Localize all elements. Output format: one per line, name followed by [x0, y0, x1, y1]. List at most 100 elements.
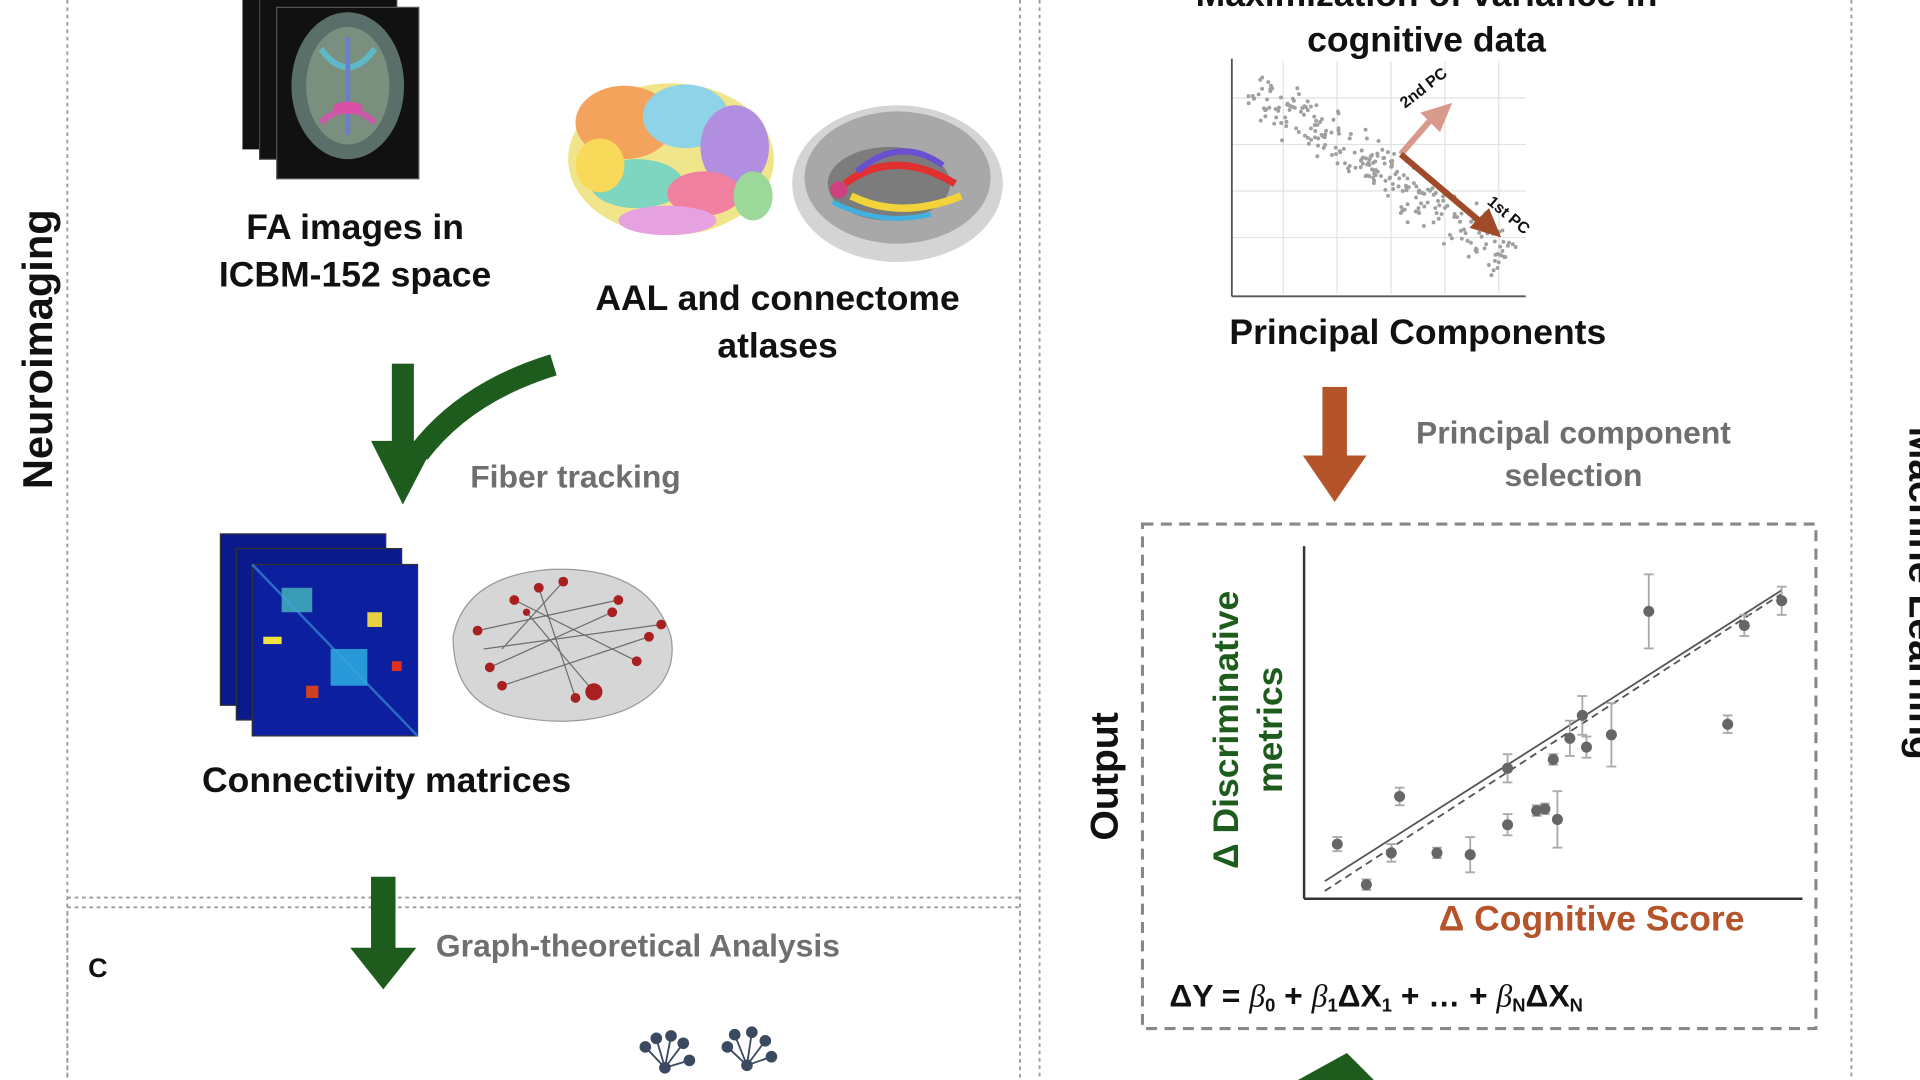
data-point [1331, 838, 1343, 850]
pca-scatter-dot [1277, 105, 1281, 110]
connectome-atlas-icon [792, 105, 1003, 263]
pca-scatter-dot [1364, 136, 1369, 141]
pca-scatter-dot [1375, 169, 1380, 174]
pca-scatter-dot [1260, 75, 1265, 80]
data-point [1551, 813, 1563, 825]
pca-scatter-dot [1264, 107, 1268, 112]
pca-scatter-dot [1278, 95, 1283, 100]
pca-scatter-dot [1287, 108, 1292, 112]
eq-betan: β [1496, 978, 1513, 1014]
pca-scatter-dot [1272, 121, 1277, 126]
data-point [1431, 847, 1443, 859]
pca-scatter-dot [1500, 228, 1505, 233]
pca-scatter-dot [1284, 124, 1289, 129]
max-variance-line2: cognitive data [1307, 20, 1546, 61]
principal-components-label: Principal Components [1229, 313, 1607, 353]
pca-scatter-dot [1392, 151, 1397, 156]
pc-selection-arrow [1302, 386, 1367, 503]
pc-selection-label: Principal component selection [1390, 414, 1757, 495]
pc2-arrow [1398, 115, 1435, 157]
data-point [1564, 732, 1576, 744]
pca-scatter-dot [1358, 165, 1363, 170]
pca-scatter-dot [1367, 157, 1372, 162]
pca-scatter-dot [1308, 104, 1313, 109]
pca-scatter-dot [1386, 150, 1390, 155]
pca-scatter-dot [1448, 232, 1453, 237]
eq-dxn: ΔX [1525, 977, 1570, 1014]
pca-scatter-dot [1449, 236, 1454, 241]
regression-chart [1302, 546, 1803, 901]
pca-scatter-dot [1256, 92, 1261, 97]
pca-scatter-dot [1496, 260, 1501, 265]
max-variance-line1: Maximization of variance in [1163, 0, 1690, 16]
eq-subn: N [1512, 995, 1526, 1017]
pca-scatter-dot [1316, 136, 1321, 141]
neuroimaging-label: Neuroimaging [15, 209, 62, 490]
pca-scatter-dot [1341, 146, 1346, 151]
pca-scatter-dot [1396, 184, 1401, 189]
data-point [1643, 605, 1655, 617]
pca-scatter-dot [1335, 161, 1340, 166]
fa-images-icon [242, 0, 420, 180]
data-point [1547, 753, 1559, 765]
pca-scatter-dot [1376, 138, 1381, 143]
pca-scatter-dot [1416, 206, 1421, 211]
pca-scatter-dot [1495, 265, 1500, 270]
panel-c-label: C [88, 952, 108, 984]
pca-scatter-dot [1331, 117, 1336, 122]
fa-images-label: FA images in ICBM-152 space [184, 208, 527, 296]
pca-scatter-dot [1274, 115, 1279, 120]
data-point [1464, 849, 1476, 861]
pca-scatter-dot [1347, 163, 1352, 168]
max-variance-label: Maximization of variance in cognitive da… [1163, 0, 1690, 61]
pca-scatter-dot [1367, 174, 1372, 179]
data-point [1394, 790, 1406, 803]
pca-scatter-dot [1431, 220, 1436, 225]
pca-scatter-dot [1373, 159, 1378, 164]
pca-scatter-dot [1390, 158, 1395, 163]
pca-scatter-dot [1386, 193, 1391, 198]
pca-scatter-dot [1313, 135, 1317, 140]
pca-scatter-dot [1383, 178, 1388, 183]
pca-scatter-dot [1390, 182, 1395, 187]
pca-scatter-dot [1302, 133, 1307, 138]
pca-scatter-dot [1503, 255, 1508, 259]
regression-fit-line [1324, 589, 1783, 882]
pca-scatter-dot [1260, 86, 1265, 91]
pca-scatter-dot [1382, 156, 1387, 160]
pca-scatter-dot [1314, 103, 1319, 108]
pca-scatter-dot [1406, 185, 1411, 190]
pca-scatter-dot [1458, 219, 1463, 224]
pca-scatter-dot [1492, 239, 1497, 244]
pca-scatter-dot [1387, 176, 1392, 181]
pc-selection-line2: selection [1504, 456, 1643, 494]
pca-scatter-dot [1462, 227, 1466, 232]
pca-scatter-dot [1400, 189, 1405, 193]
delta-discriminative-label: Δ Discriminative metrics [1205, 571, 1293, 889]
pca-scatter-dot [1455, 215, 1460, 220]
pca-scatter-dot [1285, 101, 1290, 106]
pca-scatter-dot [1452, 214, 1457, 219]
pca-scatter-dot [1309, 137, 1314, 142]
pca-scatter-dot [1442, 205, 1447, 210]
brain-network-icon [452, 568, 673, 722]
pca-scatter-dot [1401, 173, 1406, 178]
pca-scatter-dot [1312, 123, 1317, 128]
pca-scatter-dot [1474, 201, 1479, 206]
pca-scatter-dot [1416, 210, 1421, 214]
data-point [1539, 803, 1551, 815]
pca-scatter-dot [1380, 147, 1385, 152]
data-point [1605, 729, 1617, 741]
atlases-label: AAL and connectome atlases [557, 279, 998, 367]
pca-scatter-dot [1371, 181, 1376, 186]
eq-beta0: β [1249, 978, 1266, 1014]
pca-scatter-dot [1314, 118, 1319, 123]
pca-scatter-dot [1379, 174, 1383, 178]
pca-scatter-dot [1439, 212, 1444, 217]
eq-plus: + [1275, 977, 1312, 1014]
pca-scatter-dot [1422, 204, 1427, 209]
data-point [1385, 847, 1397, 859]
pca-scatter-dot [1382, 161, 1387, 166]
pca-scatter-dot [1436, 216, 1441, 221]
data-point [1531, 805, 1543, 817]
